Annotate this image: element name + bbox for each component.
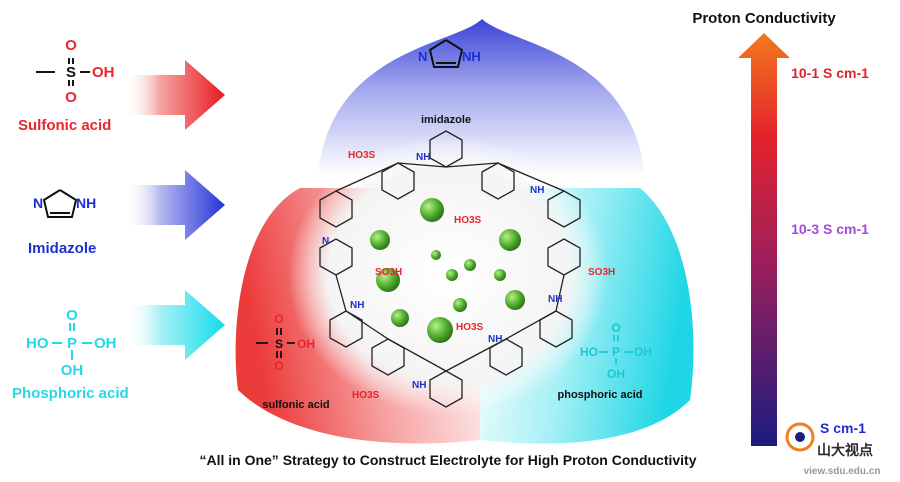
- phosphoric-ho: HO: [26, 335, 49, 352]
- imidazole-nh: NH: [76, 195, 96, 211]
- sulfonic-s: S: [66, 64, 76, 81]
- framework-nh-1: NH: [416, 152, 430, 163]
- top-imidazole-nh: NH: [462, 49, 481, 64]
- framework-so3h-left: SO3H: [375, 267, 402, 278]
- framework-nh-2: NH: [530, 185, 544, 196]
- left-panel: O S O OH Sulfonic acid N NH Imidazole O …: [12, 37, 225, 402]
- imidazole-center-label: imidazole: [421, 114, 471, 126]
- phosphoric-p: P: [67, 335, 77, 352]
- top-imidazole-structure: [428, 39, 464, 68]
- phosphoric-oh: OH: [94, 335, 117, 352]
- center-phosphoric-oh: OH: [634, 345, 652, 359]
- sulfonic-o-bottom: O: [65, 89, 77, 106]
- imidazole-label: Imidazole: [28, 240, 96, 257]
- center-phosphoric-o: O: [611, 321, 620, 335]
- center-phosphoric-oh-bottom: OH: [607, 367, 625, 381]
- center-phosphoric-structure: [599, 335, 633, 365]
- framework-ho3s-bottom-left: HO3S: [352, 390, 380, 401]
- watermark-logo-icon: [785, 422, 815, 452]
- watermark-cn: 山大视点: [817, 442, 873, 458]
- top-imidazole-n: N: [418, 49, 427, 64]
- framework-nh-5: NH: [412, 380, 426, 391]
- phosphoric-acid-structure: [52, 323, 92, 360]
- framework-nh-3: NH: [548, 294, 562, 305]
- watermark-url: view.sdu.edu.cn: [804, 466, 881, 477]
- center-phosphoric-ho: HO: [580, 345, 598, 359]
- framework-ho3s-top: HO3S: [348, 150, 376, 161]
- imidazole-arrow-icon: [125, 170, 225, 240]
- sulfonic-oh: OH: [92, 64, 115, 81]
- conductivity-high-label: 10-1 S cm-1: [791, 65, 869, 81]
- framework-n-1: N: [322, 236, 329, 247]
- center-sulfonic-o-top: O: [274, 312, 283, 326]
- phosphoric-center-label: phosphoric acid: [558, 389, 643, 401]
- sulfonic-o-top: O: [65, 37, 77, 54]
- center-figure: N NH imidazole: [235, 19, 694, 444]
- imidazole-lobe: [318, 19, 645, 175]
- framework-nh-4: NH: [350, 300, 364, 311]
- center-sulfonic-s: S: [275, 337, 283, 351]
- center-phosphoric-p: P: [612, 345, 620, 359]
- imidazole-structure: [42, 189, 78, 218]
- phosphoric-o: O: [66, 307, 78, 324]
- conductivity-mid-label: 10-3 S cm-1: [791, 221, 869, 237]
- conductivity-low-label: S cm-1: [820, 420, 866, 436]
- framework-structure: [319, 130, 581, 408]
- sulfonic-acid-label: Sulfonic acid: [18, 117, 111, 134]
- imidazole-n: N: [33, 195, 43, 211]
- framework-ho3s-inner: HO3S: [454, 215, 482, 226]
- framework-so3h-right: SO3H: [588, 267, 615, 278]
- sulfonic-arrow-icon: [125, 60, 225, 130]
- framework-nh-6: NH: [488, 334, 502, 345]
- watermark: 山大视点 view.sdu.edu.cn: [785, 422, 881, 477]
- sulfonic-center-label: sulfonic acid: [262, 399, 329, 411]
- figure-caption: “All in One” Strategy to Construct Elect…: [199, 452, 696, 468]
- framework-ho3s-bottom: HO3S: [456, 322, 484, 333]
- center-sulfonic-structure: [256, 328, 295, 358]
- phosphoric-arrow-icon: [125, 290, 225, 360]
- phosphoric-acid-label: Phosphoric acid: [12, 385, 129, 402]
- phosphoric-oh-bottom: OH: [61, 362, 84, 379]
- conductivity-arrow-icon: [738, 33, 790, 446]
- sulfonic-acid-structure: [36, 58, 90, 86]
- center-sulfonic-o-bottom: O: [274, 359, 283, 373]
- right-panel: Proton Conductivity 10-1 S cm-1 10-3 S c…: [692, 10, 869, 446]
- pore-molecules: [370, 198, 525, 343]
- center-sulfonic-oh: OH: [297, 337, 315, 351]
- proton-conductivity-title: Proton Conductivity: [692, 10, 836, 27]
